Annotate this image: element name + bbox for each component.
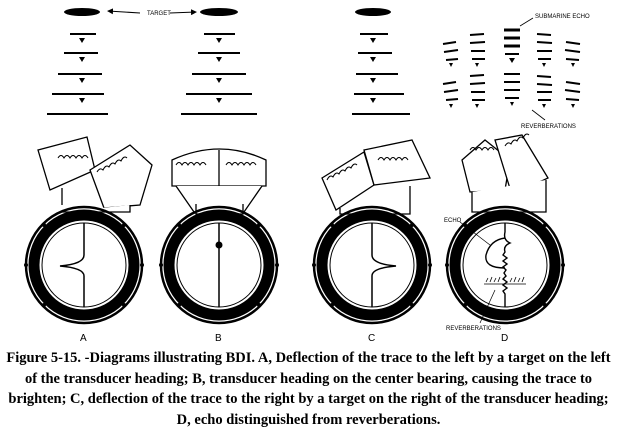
echo-label: ECHO: [444, 218, 462, 224]
panel-letter-a: A: [80, 333, 87, 344]
trace-d: [501, 223, 512, 307]
target-shape-b: [200, 8, 238, 16]
target-label: TARGET: [147, 11, 171, 17]
scope-d: ECHO REVERBERATIONS D: [444, 133, 565, 344]
submarine-echo-label: SUBMARINE ECHO: [535, 14, 590, 20]
panel-letter-b: B: [215, 333, 222, 344]
scope-d-labels: ECHO REVERBERATIONS: [444, 218, 501, 332]
brightened-spot-b: [215, 241, 223, 249]
trace-c: [371, 223, 397, 307]
reverberations-label-scope: REVERBERATIONS: [446, 326, 501, 332]
scope-c: C: [312, 139, 432, 344]
transducer-housing-a: [37, 136, 153, 213]
scope-b: B: [159, 148, 279, 344]
echo-pattern-d: [442, 28, 581, 108]
transducer-housing-d: [461, 133, 549, 213]
figure-caption: Figure 5-15. -Diagrams illustrating BDI.…: [6, 350, 611, 428]
wavefronts-c: [352, 8, 410, 115]
panel-letter-d: D: [501, 333, 508, 344]
scope-a: A: [24, 136, 153, 344]
reverberations-label-top: REVERBERATIONS: [521, 124, 576, 130]
trace-a: [59, 223, 85, 307]
target-shape-a: [64, 8, 100, 16]
panel-letter-c: C: [368, 333, 375, 344]
target-shape-c: [355, 8, 391, 16]
wavefronts-a: [47, 8, 108, 115]
wavefronts-b: [181, 8, 257, 115]
transducer-housing-b: [171, 148, 267, 215]
echo-pattern-labels: SUBMARINE ECHO REVERBERATIONS: [519, 14, 590, 130]
target-callout: TARGET: [107, 8, 197, 17]
transducer-housing-c: [321, 139, 431, 215]
